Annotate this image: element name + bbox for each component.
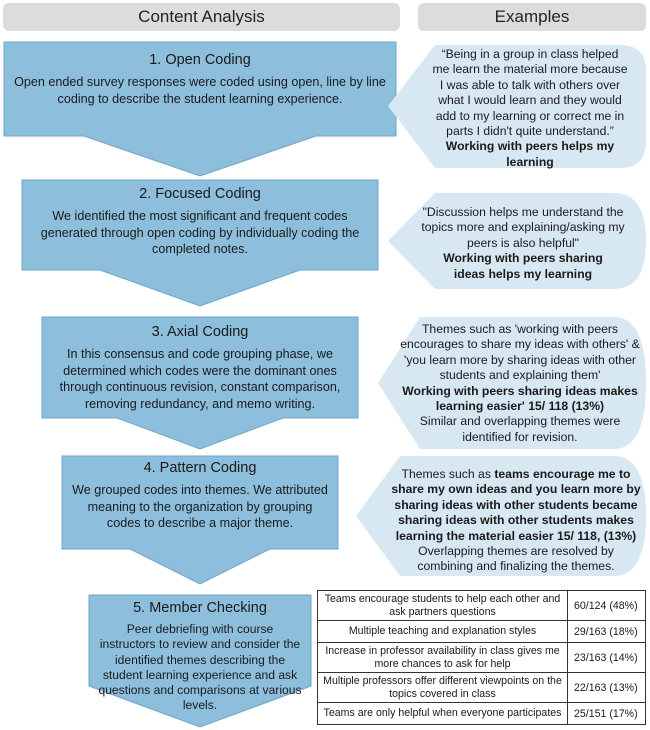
example-2: "Discussion helps me understand the topi… bbox=[410, 205, 636, 282]
table-row: Increase in professor availability in cl… bbox=[317, 642, 646, 673]
stage-4-title: 4. Pattern Coding bbox=[143, 460, 257, 476]
example-4-intro: Themes such as bbox=[401, 467, 491, 481]
value-cell: 29/163 (18%) bbox=[567, 620, 646, 643]
example-4-outro: Overlapping themes are resolved by combi… bbox=[417, 544, 615, 574]
example-2-code: Working with peers sharing ideas helps m… bbox=[443, 251, 603, 281]
example-2-quote: "Discussion helps me understand the topi… bbox=[421, 205, 625, 250]
funnel-stage-2-shape bbox=[21, 179, 379, 307]
stage-5-description: Peer debriefing with course instructors … bbox=[98, 622, 302, 713]
stage-3-title: 3. Axial Coding bbox=[151, 324, 249, 340]
theme-cell: Teams are only helpful when everyone par… bbox=[317, 702, 568, 725]
theme-cell: Teams encourage students to help each ot… bbox=[317, 590, 568, 621]
example-4: Themes such as teams encourage me to sha… bbox=[388, 467, 644, 575]
stage-3-description: In this consensus and code grouping phas… bbox=[59, 347, 341, 411]
value-cell: 23/163 (14%) bbox=[567, 642, 646, 673]
value-cell: 22/163 (13%) bbox=[567, 672, 646, 703]
theme-cell: Increase in professor availability in cl… bbox=[317, 642, 568, 673]
example-1: “Being in a group in class helped me lea… bbox=[432, 47, 628, 170]
callout-4-shape bbox=[356, 456, 646, 576]
header-content-analysis: Content Analysis bbox=[3, 3, 400, 31]
example-4-code: teams encourage me to share my own ideas… bbox=[391, 467, 641, 543]
callout-2-shape bbox=[388, 193, 646, 289]
stage-4: 4. Pattern Coding We grouped codes into … bbox=[72, 460, 328, 532]
theme-cell: Multiple professors offer different view… bbox=[317, 672, 568, 703]
value-cell: 60/124 (48%) bbox=[567, 590, 646, 621]
funnel-stage-3-shape bbox=[41, 316, 359, 450]
example-3: Themes such as 'working with peers encou… bbox=[398, 322, 642, 445]
results-table: Teams encourage students to help each ot… bbox=[317, 590, 646, 725]
example-3-outro: Similar and overlapping themes were iden… bbox=[419, 414, 621, 444]
funnel-stage-1-shape bbox=[3, 41, 397, 177]
value-cell: 25/151 (17%) bbox=[567, 702, 646, 725]
stage-2-title: 2. Focused Coding bbox=[139, 186, 261, 202]
example-3-intro: Themes such as 'working with peers encou… bbox=[400, 322, 640, 383]
stage-5-title: 5. Member Checking bbox=[133, 600, 267, 616]
stage-1: 1. Open Coding Open ended survey respons… bbox=[14, 52, 386, 107]
table-row: Multiple professors offer different view… bbox=[317, 672, 646, 703]
stage-5: 5. Member Checking Peer debriefing with … bbox=[98, 600, 302, 714]
stage-1-description: Open ended survey responses were coded u… bbox=[14, 75, 386, 106]
theme-cell: Multiple teaching and explanation styles bbox=[317, 620, 568, 643]
funnel-stage-5-shape bbox=[88, 594, 312, 728]
table-row: Multiple teaching and explanation styles… bbox=[317, 620, 646, 643]
stage-4-description: We grouped codes into themes. We attribu… bbox=[72, 483, 328, 530]
header-examples: Examples bbox=[418, 3, 646, 31]
stage-2: 2. Focused Coding We identified the most… bbox=[40, 186, 360, 258]
funnel-stage-4-shape bbox=[61, 455, 339, 585]
stage-3: 3. Axial Coding In this consensus and co… bbox=[52, 324, 348, 412]
callout-1-shape bbox=[388, 45, 646, 168]
stage-1-title: 1. Open Coding bbox=[149, 52, 251, 68]
callout-3-shape bbox=[378, 317, 646, 449]
stage-2-description: We identified the most significant and f… bbox=[40, 209, 360, 256]
example-3-code: Working with peers sharing ideas makes l… bbox=[402, 383, 638, 414]
table-row: Teams are only helpful when everyone par… bbox=[317, 702, 646, 725]
example-1-code: Working with peers helps my learning bbox=[445, 139, 615, 169]
table-row: Teams encourage students to help each ot… bbox=[317, 590, 646, 621]
example-1-quote: “Being in a group in class helped me lea… bbox=[432, 47, 628, 139]
